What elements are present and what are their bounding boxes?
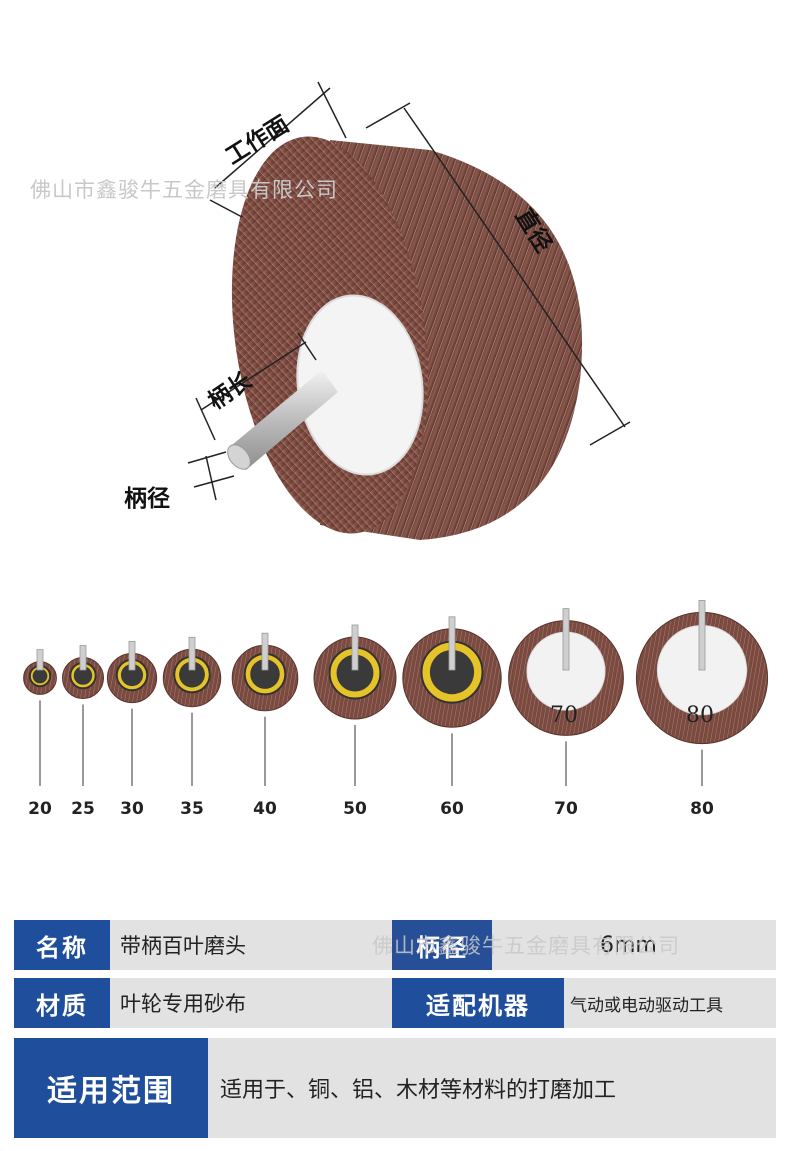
shank-label: 柄径 — [392, 920, 492, 970]
size-label: 80 — [690, 799, 714, 819]
label-shank-diameter: 柄径 — [124, 486, 170, 512]
spec-row-scope: 适用范围 适用于、铜、铝、木材等材料的打磨加工 — [14, 1038, 776, 1138]
size-wheel — [231, 632, 299, 786]
size-wheel — [508, 608, 624, 786]
machine-label: 适配机器 — [392, 978, 564, 1028]
flap-wheel-diagram: 工作面 直径 柄长 柄径 — [124, 81, 631, 540]
size-label: 35 — [180, 799, 204, 819]
size-wheel — [62, 645, 104, 786]
shank — [227, 370, 338, 470]
size-wheel — [313, 624, 397, 786]
size-label: 40 — [253, 799, 277, 819]
size-wheel — [635, 600, 769, 786]
size-label: 20 — [28, 799, 52, 819]
material-value: 叶轮专用砂布 — [120, 992, 246, 1016]
size-label: 30 — [120, 799, 144, 819]
size-wheel — [402, 616, 502, 786]
size-label: 50 — [343, 799, 367, 819]
name-value: 带柄百叶磨头 — [120, 934, 246, 958]
machine-value: 气动或电动驱动工具 — [570, 995, 723, 1016]
name-label: 名称 — [14, 920, 110, 970]
watermark-top: 佛山市鑫骏牛五金磨具有限公司 — [30, 178, 338, 202]
wheel-handwritten-mark: 80 — [686, 703, 714, 728]
scope-value: 适用于、铜、铝、木材等材料的打磨加工 — [220, 1078, 617, 1103]
dimension-lines — [187, 81, 631, 501]
wheel-body — [231, 136, 583, 540]
size-label: 25 — [71, 799, 95, 819]
size-wheel — [23, 649, 57, 786]
size-lineup: 70 80 20 25 30 35 40 50 60 70 80 — [23, 600, 769, 819]
spec-row-name: 名称 带柄百叶磨头 柄径 6mm — [14, 920, 776, 970]
material-label: 材质 — [14, 978, 110, 1028]
shank-value: 6mm — [600, 932, 657, 958]
scope-label: 适用范围 — [14, 1038, 208, 1138]
spec-row-material: 材质 叶轮专用砂布 适配机器 气动或电动驱动工具 — [14, 978, 776, 1028]
size-wheel — [106, 641, 158, 786]
size-wheel — [162, 636, 222, 786]
watermark-table: 佛山市鑫骏牛五金磨具有限公司 — [372, 934, 680, 958]
size-label: 70 — [554, 799, 578, 819]
size-label: 60 — [440, 799, 464, 819]
wheel-handwritten-mark: 70 — [550, 703, 578, 728]
